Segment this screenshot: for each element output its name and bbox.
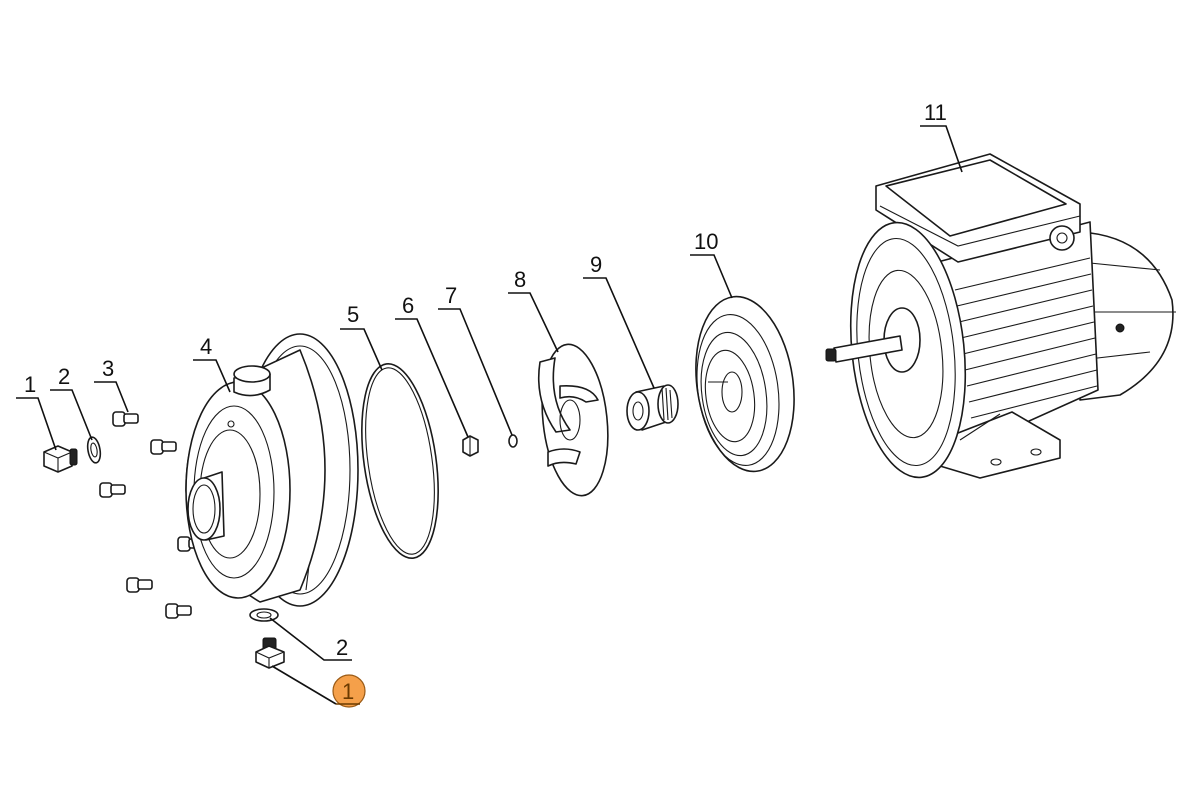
callout-label: 5 (347, 302, 359, 327)
callout-label: 2 (336, 635, 348, 660)
callout-11[interactable]: 11 (920, 100, 963, 173)
impeller-nut[interactable] (462, 435, 479, 457)
callout-label: 8 (514, 267, 526, 292)
callout-label: 2 (58, 364, 70, 389)
pump-housing[interactable] (185, 333, 359, 607)
callouts: 1 2 3 4 5 6 7 (16, 100, 963, 708)
seal-plate[interactable] (685, 290, 805, 478)
cap-screw (165, 603, 192, 619)
sealing-washer-top[interactable] (86, 436, 102, 464)
callout-2[interactable]: 2 (50, 364, 93, 441)
callout-1[interactable]: 1 (16, 372, 57, 451)
callout-6[interactable]: 6 (395, 293, 469, 438)
callout-label: 7 (445, 283, 457, 308)
callout-label: 1 (342, 679, 354, 704)
drain-plug-bottom[interactable] (255, 637, 285, 669)
cap-screw (112, 411, 139, 427)
callout-7[interactable]: 7 (438, 283, 513, 436)
callout-2-bottom[interactable]: 2 (269, 617, 352, 661)
callout-5[interactable]: 5 (340, 302, 383, 371)
callout-label: 10 (694, 229, 718, 254)
callout-label: 6 (402, 293, 414, 318)
cap-screw (99, 482, 126, 498)
callout-9[interactable]: 9 (583, 252, 655, 389)
electric-motor[interactable] (825, 153, 1176, 483)
o-ring[interactable] (351, 359, 450, 563)
callout-10[interactable]: 10 (690, 229, 733, 299)
cap-screw (150, 439, 177, 455)
callout-label: 3 (102, 356, 114, 381)
callout-4[interactable]: 4 (193, 334, 231, 393)
impeller[interactable] (535, 341, 615, 499)
callout-3[interactable]: 3 (94, 356, 129, 413)
sealing-washer-bottom[interactable] (249, 608, 279, 622)
drain-plug-top[interactable] (43, 445, 78, 473)
callout-label: 11 (924, 100, 947, 125)
callout-1-highlighted[interactable]: 1 (271, 665, 366, 708)
cap-screw (126, 577, 153, 593)
callout-label: 1 (24, 372, 36, 397)
callout-label: 9 (590, 252, 602, 277)
mechanical-seal[interactable] (626, 384, 679, 431)
callout-label: 4 (200, 334, 212, 359)
highlight-circle (332, 674, 366, 708)
spring-washer[interactable] (508, 434, 518, 448)
callout-8[interactable]: 8 (508, 267, 559, 353)
